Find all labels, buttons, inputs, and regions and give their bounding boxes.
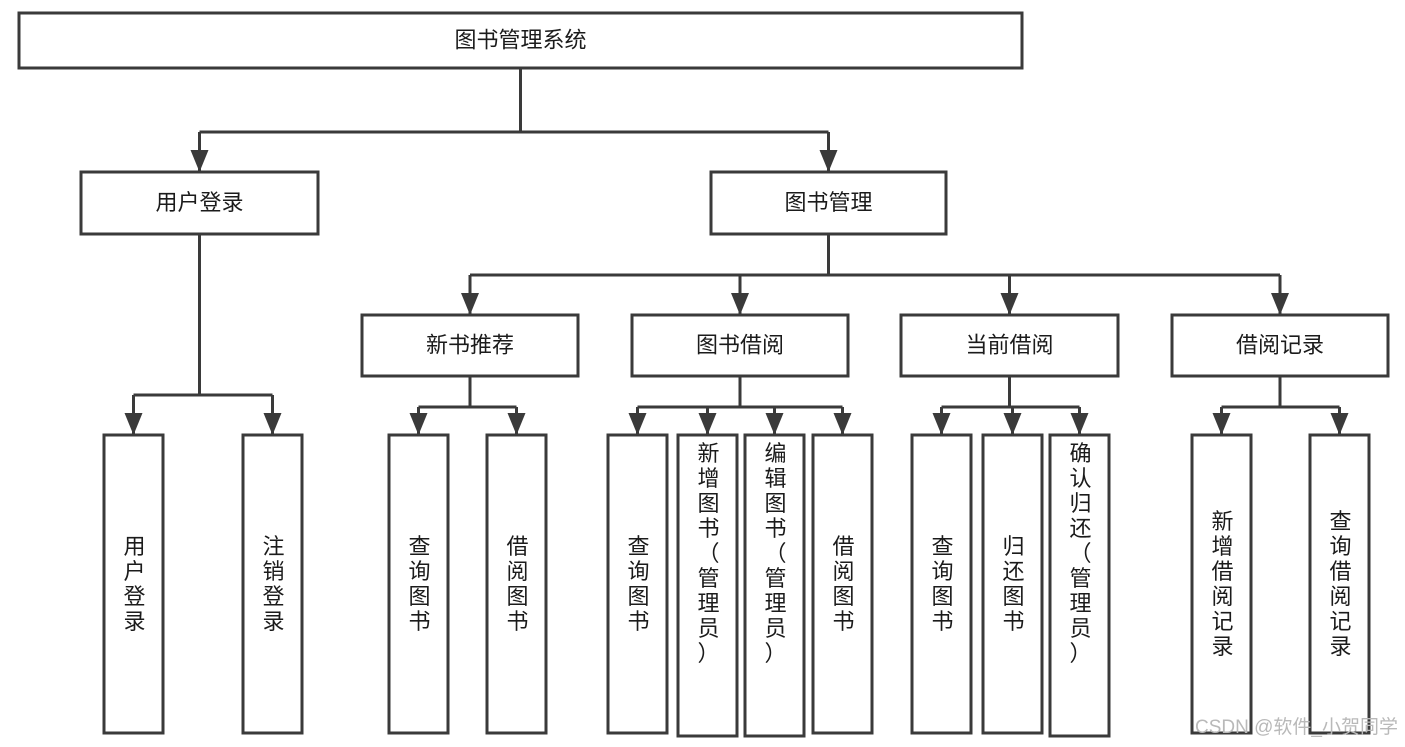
node-book-manage-label: 图书管理 [784,190,872,215]
node-new-book-rec-box[interactable] [360,313,580,378]
node-user-login[interactable]: 用户登录 [79,170,320,236]
node-current-borrow-box[interactable] [899,313,1120,378]
node-leaf-return-book-label: 归还图书 [1002,534,1024,634]
node-leaf-query-book-borrow-box[interactable] [606,433,669,735]
node-new-book-rec[interactable]: 新书推荐 [360,313,580,378]
node-leaf-user-login[interactable]: 用户登录 [102,433,165,735]
arrow-head-icon [1212,413,1231,435]
node-leaf-query-book-rec-box[interactable] [387,433,450,735]
arrow-head-icon [1000,293,1019,315]
node-leaf-logout-label: 注销登录 [262,534,284,634]
node-leaf-edit-book-label: 编辑图书（管理员） [764,441,786,666]
arrow-head-icon [190,150,209,172]
arrow-head-icon [1271,293,1289,315]
node-leaf-logout[interactable]: 注销登录 [241,433,304,735]
node-current-borrow-label: 当前借阅 [965,332,1053,357]
arrow-head-icon [765,413,784,435]
node-root[interactable]: 图书管理系统 [17,11,1024,70]
nodes-layer: 图书管理系统用户登录图书管理新书推荐图书借阅当前借阅借阅记录用户登录注销登录查询… [17,11,1390,738]
node-book-borrow-box[interactable] [630,313,850,378]
arrow-head-icon [731,293,749,315]
node-leaf-user-login-box[interactable] [102,433,165,735]
node-borrow-record-box[interactable] [1170,313,1390,378]
node-leaf-add-book[interactable]: 新增图书（管理员） [676,433,739,738]
node-book-manage[interactable]: 图书管理 [709,170,948,236]
node-leaf-borrow-book-rec-label: 借阅图书 [506,534,528,634]
arrow-head-icon [409,413,428,435]
node-leaf-borrow-book-rec-box[interactable] [485,433,548,735]
node-leaf-add-record-box[interactable] [1190,433,1253,735]
arrow-head-icon [507,413,526,435]
node-leaf-edit-book-box[interactable] [743,433,806,738]
node-leaf-return-book[interactable]: 归还图书 [981,433,1044,735]
node-leaf-borrow-book[interactable]: 借阅图书 [811,433,874,735]
node-leaf-query-record-box[interactable] [1308,433,1371,735]
node-leaf-query-book-rec[interactable]: 查询图书 [387,433,450,735]
node-leaf-confirm-return-box[interactable] [1048,433,1111,738]
arrow-head-icon [1070,413,1089,435]
arrow-head-icon [628,413,647,435]
arrow-head-icon [1003,413,1022,435]
node-leaf-user-login-label: 用户登录 [123,534,145,634]
arrow-head-icon [1330,413,1349,435]
node-leaf-add-book-label: 新增图书（管理员） [697,441,719,666]
node-user-login-label: 用户登录 [155,190,243,215]
node-root-box[interactable] [17,11,1024,70]
node-current-borrow[interactable]: 当前借阅 [899,313,1120,378]
csdn-watermark: CSDN @软件_小贺同学 [1195,716,1398,738]
arrow-head-icon [833,413,852,435]
node-leaf-confirm-return-label: 确认归还（管理员） [1069,441,1091,666]
node-book-borrow[interactable]: 图书借阅 [630,313,850,378]
node-user-login-box[interactable] [79,170,320,236]
node-leaf-query-book-cur[interactable]: 查询图书 [910,433,973,735]
node-book-manage-box[interactable] [709,170,948,236]
node-leaf-add-record[interactable]: 新增借阅记录 [1190,433,1253,735]
node-leaf-confirm-return[interactable]: 确认归还（管理员） [1048,433,1111,738]
node-leaf-query-book-cur-box[interactable] [910,433,973,735]
arrow-head-icon [124,413,143,435]
node-leaf-query-book-borrow-label: 查询图书 [627,534,649,634]
arrow-head-icon [819,150,838,172]
node-leaf-borrow-book-rec[interactable]: 借阅图书 [485,433,548,735]
node-leaf-query-book-rec-label: 查询图书 [408,534,430,634]
node-leaf-query-record-label: 查询借阅记录 [1329,509,1351,659]
node-leaf-logout-box[interactable] [241,433,304,735]
node-leaf-query-record[interactable]: 查询借阅记录 [1308,433,1371,735]
arrow-head-icon [461,293,479,315]
node-leaf-edit-book[interactable]: 编辑图书（管理员） [743,433,806,738]
node-borrow-record-label: 借阅记录 [1236,332,1324,357]
arrow-head-icon [263,413,282,435]
node-new-book-rec-label: 新书推荐 [426,332,514,357]
node-leaf-query-book-borrow[interactable]: 查询图书 [606,433,669,735]
connectors-layer [124,68,1349,435]
node-leaf-add-record-label: 新增借阅记录 [1211,509,1233,659]
node-leaf-borrow-book-box[interactable] [811,433,874,735]
node-root-label: 图书管理系统 [454,27,586,52]
arrow-head-icon [698,413,717,435]
arrow-head-icon [932,413,951,435]
node-leaf-borrow-book-label: 借阅图书 [832,534,854,634]
node-book-borrow-label: 图书借阅 [696,332,784,357]
node-leaf-query-book-cur-label: 查询图书 [931,534,953,634]
node-leaf-return-book-box[interactable] [981,433,1044,735]
node-borrow-record[interactable]: 借阅记录 [1170,313,1390,378]
node-leaf-add-book-box[interactable] [676,433,739,738]
